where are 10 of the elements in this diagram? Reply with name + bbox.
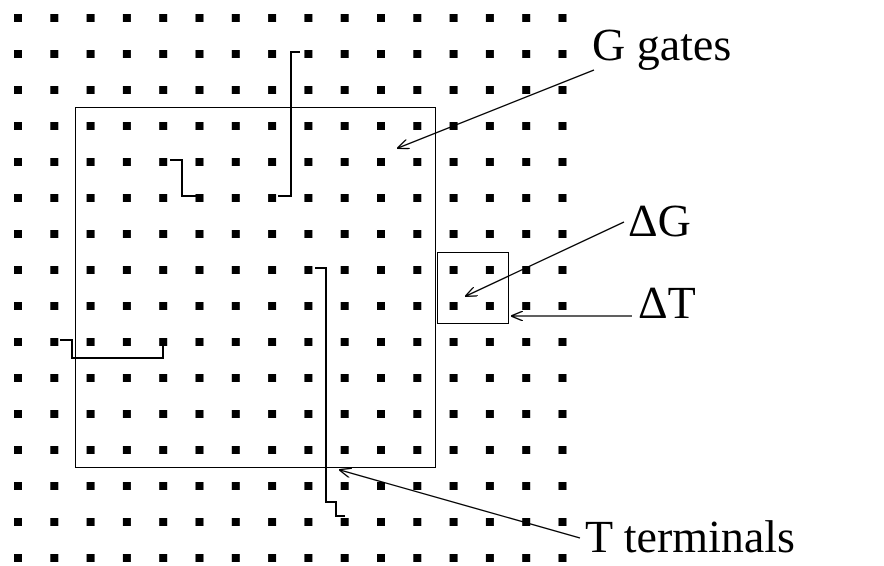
leader-line <box>510 310 632 322</box>
leader-line <box>396 69 594 150</box>
callout-label: ΔG <box>628 196 691 246</box>
callout-label: G gates <box>592 20 732 70</box>
callout-label: ΔT <box>638 278 696 328</box>
callout-label: T terminals <box>585 512 795 562</box>
region-outline <box>437 252 509 324</box>
region-outline <box>75 107 436 468</box>
leader-line <box>464 221 624 298</box>
leader-line <box>338 468 580 539</box>
